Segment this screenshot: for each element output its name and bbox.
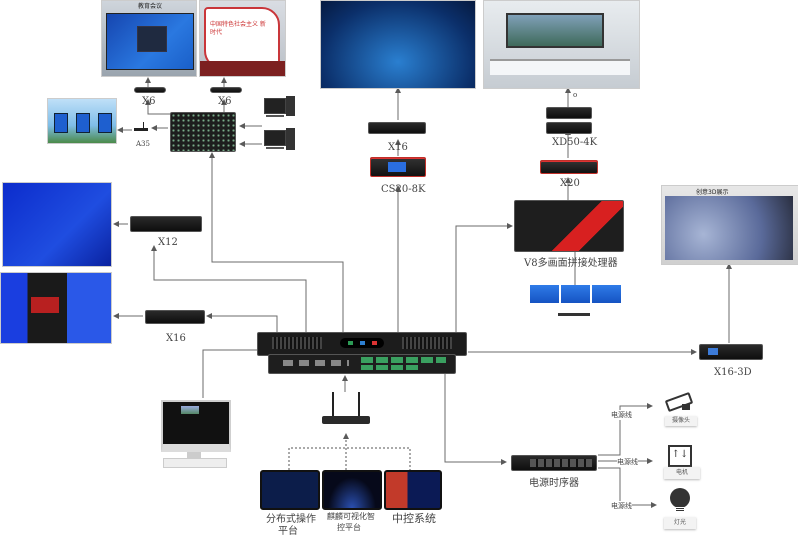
label-x16-left: X16 — [166, 333, 186, 344]
device-v8-processor[interactable] — [514, 200, 624, 252]
wire-hub-v8 — [455, 223, 513, 332]
photo-education-meeting: 教育会议 — [101, 0, 197, 77]
label-client-central-control: 中控系统 — [392, 512, 436, 525]
label-v8: V8多画面拼接处理器 — [524, 258, 618, 269]
device-x20[interactable] — [540, 160, 598, 174]
banner-caption: 中国特色社会主义 新时代 — [210, 21, 266, 36]
client-tablet-distributed[interactable] — [260, 470, 320, 510]
label-motor: 电机 — [664, 467, 700, 479]
device-x16-top[interactable] — [368, 122, 426, 134]
photo-ocean-immersive — [320, 0, 476, 89]
device-power-sequencer[interactable] — [511, 455, 597, 471]
central-control-host[interactable] — [257, 332, 467, 356]
label-x16-3d: X16-3D — [714, 367, 752, 378]
device-matrix-switcher[interactable] — [170, 112, 236, 152]
lightbulb-icon — [670, 488, 690, 514]
label-light: 灯光 — [664, 517, 696, 529]
label-power-sequencer: 电源时序器 — [529, 478, 579, 489]
hub-indicator-panel — [340, 338, 384, 348]
photo-china-map-wall — [2, 182, 112, 267]
keyboard-icon — [163, 458, 227, 468]
client-tablet-central-control[interactable] — [384, 470, 442, 510]
photo-caption: 创意3D展示 — [696, 189, 729, 196]
wire-power-light — [598, 467, 657, 508]
photo-creative-3d: 创意3D展示 — [661, 185, 798, 265]
device-x12[interactable] — [130, 216, 202, 232]
photo-street-poles — [47, 98, 117, 144]
label-x6-left: X6 — [142, 96, 156, 107]
label-xd50: XD50-4K — [552, 137, 598, 148]
label-cable-light: 电源线 — [611, 501, 632, 511]
label-client-distributed-1: 分布式操作 — [266, 514, 316, 525]
wifi-router[interactable] — [322, 392, 370, 430]
label-x20: X20 — [560, 178, 580, 189]
label-x16-top: X16 — [388, 142, 408, 153]
elevator-icon: ↑↓ — [668, 445, 692, 467]
label-a35: A35 — [136, 140, 150, 148]
label-xd50-marker: o — [573, 91, 578, 99]
pc-icon-1 — [264, 96, 296, 120]
cs20-touchscreen — [388, 162, 406, 172]
photo-banner: 中国特色社会主义 新时代 — [199, 0, 286, 77]
label-cable-camera: 电源线 — [611, 410, 632, 420]
device-xd50-top[interactable] — [546, 107, 592, 119]
device-x16-3d[interactable] — [699, 344, 763, 360]
label-x12: X12 — [158, 237, 178, 248]
photo-aquarium-wall — [0, 272, 112, 344]
label-cs20: CS20-8K — [381, 184, 426, 195]
control-room-videowall — [506, 13, 604, 48]
camera-icon — [664, 391, 694, 413]
wire-imac-hub — [202, 347, 263, 398]
wire-hub-matrix — [209, 152, 344, 332]
photo-caption: 教育会议 — [138, 3, 163, 10]
imac-workstation[interactable] — [161, 400, 231, 470]
device-x6-left[interactable] — [134, 87, 166, 93]
label-client-kylin-1: 麒麟可视化智 — [327, 512, 375, 521]
central-control-host-rear[interactable] — [268, 354, 456, 374]
wire-hub-x16l — [206, 313, 278, 332]
label-camera: 摄像头 — [665, 416, 697, 426]
device-x16-left[interactable] — [145, 310, 205, 324]
wire-client-router-dotted — [288, 447, 411, 470]
wire-hub-power — [444, 372, 507, 465]
device-a35-router[interactable] — [134, 122, 148, 132]
device-x6-right[interactable] — [210, 87, 242, 93]
label-client-kylin-2: 控平台 — [337, 523, 361, 532]
pc-icon-2 — [264, 128, 296, 154]
photo-control-room — [483, 0, 640, 89]
label-client-distributed-2: 平台 — [278, 526, 298, 537]
banner-flag — [204, 7, 280, 69]
triple-monitor-icon — [530, 285, 622, 319]
device-cs20-8k[interactable] — [370, 157, 426, 177]
meeting-screen — [106, 13, 194, 70]
label-cable-motor: 电源线 — [617, 457, 638, 467]
client-tablet-kylin[interactable] — [322, 470, 382, 510]
label-x6-right: X6 — [218, 96, 232, 107]
device-xd50-bottom[interactable] — [546, 122, 592, 134]
